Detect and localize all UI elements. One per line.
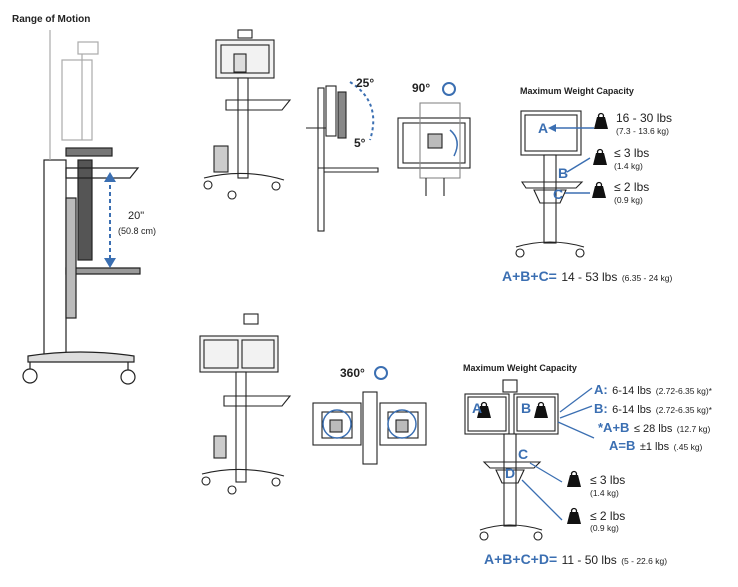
dual-capacity-title: Maximum Weight Capacity: [463, 363, 577, 373]
single-label-a: A: [538, 120, 549, 136]
single-b-metric: (1.4 kg): [614, 161, 643, 171]
rotate-90-icon: [442, 82, 456, 96]
dual-eq-line: A=B ±1 lbs (.45 kg): [609, 438, 703, 453]
dual-label-c: C: [518, 446, 529, 462]
dual-a-line: A: 6-14 lbs (2.72-6.35 kg)*: [594, 382, 712, 397]
rotate-90-label: 90°: [412, 81, 431, 95]
single-b-weight: ≤ 3 lbs: [614, 146, 650, 160]
dual-d-weight: ≤ 2 lbs: [590, 509, 626, 523]
single-total: A+B+C= 14 - 53 lbs (6.35 - 24 kg): [502, 268, 673, 284]
rotate-360-label: 360°: [340, 366, 365, 380]
dual-capacity-cart: [464, 379, 559, 541]
dual-label-d: D: [505, 465, 516, 481]
height-inches: 20": [128, 210, 145, 222]
dual-c-metric: (1.4 kg): [590, 488, 619, 498]
dual-total: A+B+C+D= 11 - 50 lbs (5 - 22.6 kg): [484, 551, 668, 567]
range-of-motion-title: Range of Motion: [12, 14, 91, 25]
single-c-metric: (0.9 kg): [614, 195, 643, 205]
dual-b-line: B: 6-14 lbs (2.72-6.35 kg)*: [594, 401, 712, 416]
single-pointer-arrows: [548, 124, 594, 194]
dual-ab-line: *A+B ≤ 28 lbs (12.7 kg): [598, 420, 711, 435]
rotate-90-view: [397, 102, 471, 196]
dual-cart: [199, 313, 292, 495]
dual-c-weight: ≤ 3 lbs: [590, 473, 626, 487]
single-capacity-title: Maximum Weight Capacity: [520, 86, 634, 96]
tilt-down-angle: 5°: [354, 136, 366, 150]
dual-label-a: A: [472, 400, 483, 416]
height-cm: (50.8 cm): [118, 226, 157, 236]
rotate-360-view: [312, 391, 427, 465]
range-of-motion-cart: [22, 30, 141, 385]
tilt-view: [306, 85, 379, 232]
single-capacity-cart: [515, 110, 585, 258]
dual-label-b: B: [521, 400, 532, 416]
tilt-up-angle: 25°: [356, 76, 375, 90]
height-arrow: [104, 172, 116, 268]
dual-pointer-lines: [521, 387, 595, 521]
single-label-b: B: [558, 165, 569, 181]
tilt-arc: [349, 81, 375, 141]
single-cart-top: [203, 29, 292, 200]
rotate-360-icon: [374, 366, 388, 380]
single-c-weight: ≤ 2 lbs: [614, 180, 650, 194]
single-a-metric: (7.3 - 13.6 kg): [616, 126, 669, 136]
single-label-c: C: [553, 186, 564, 202]
dual-d-metric: (0.9 kg): [590, 523, 619, 533]
single-a-weight: 16 - 30 lbs: [616, 111, 673, 125]
